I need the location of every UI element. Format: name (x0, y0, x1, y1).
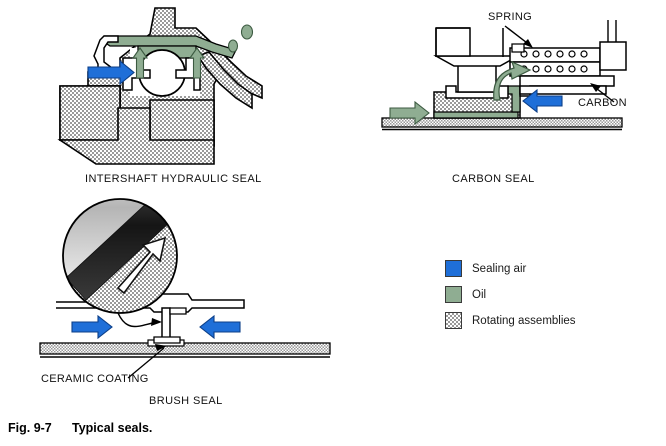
panel-intershaft-hydraulic-seal (57, 7, 263, 165)
oil-droplet-large (240, 24, 254, 40)
oil-arrow-right-carbon (389, 100, 430, 126)
brush-seal-foot (153, 336, 181, 344)
legend-swatch-rotating-assemblies (445, 312, 462, 329)
legend-swatch-sealing-air (445, 260, 462, 277)
carbon-runner-flange (433, 55, 521, 67)
intershaft-seal-lip-arm (93, 35, 119, 75)
figure-caption-text: Typical seals. (72, 421, 153, 435)
oil-droplet-small (227, 39, 239, 53)
sealing-air-arrow-brush-right (199, 314, 241, 340)
figure-number: Fig. 9-7 (8, 421, 52, 435)
legend-label-rotating-assemblies: Rotating assemblies (472, 315, 576, 327)
callout-ceramic-coating: CERAMIC COATING (41, 373, 149, 385)
ceramic-leader-line (127, 347, 165, 379)
callout-carbon: CARBON (578, 97, 627, 109)
carbon-housing-left-wall (435, 27, 471, 57)
intershaft-bottom-skirt (57, 107, 215, 165)
ceramic-leader-arrowhead (155, 344, 167, 351)
legend-label-oil: Oil (472, 289, 487, 301)
sealing-air-arrow-intershaft (87, 59, 135, 86)
spring-seat-tab (511, 43, 525, 53)
legend-swatch-oil (445, 286, 462, 303)
legend-label-sealing-air: Sealing air (472, 263, 527, 275)
carbon-seal-step (519, 85, 607, 95)
callout-spring: SPRING (488, 11, 532, 23)
oil-curved-arrow-carbon (493, 60, 532, 101)
carbon-oil-film (433, 111, 519, 119)
spring-leader-arrowhead (523, 39, 533, 48)
sealing-air-arrow-brush-left (71, 314, 113, 340)
oil-film-upper (100, 35, 237, 59)
panel-title-brush: BRUSH SEAL (149, 395, 223, 407)
panel-title-intershaft: INTERSHAFT HYDRAULIC SEAL (85, 173, 262, 185)
carbon-spring-retainer (599, 41, 627, 71)
brush-seal-retainer-tab (169, 307, 187, 315)
panel-brush-seal (39, 198, 331, 379)
spring-coil-row-upper (520, 50, 588, 58)
magnifier-leader-arrowhead (151, 318, 162, 326)
panel-carbon-seal (381, 20, 627, 131)
oil-arrow-up-left (131, 47, 149, 79)
intershaft-right-leg (196, 51, 253, 110)
brush-shaft-strip (39, 342, 331, 355)
magnifier-ring (62, 198, 178, 314)
sealing-air-arrow-carbon (522, 88, 563, 114)
carbon-leader-arrowhead (590, 83, 601, 92)
magnified-detail-circle (62, 198, 178, 314)
panel-title-carbon: CARBON SEAL (452, 173, 535, 185)
brush-seal-fin (161, 307, 171, 341)
oil-arrow-up-right (188, 47, 206, 79)
